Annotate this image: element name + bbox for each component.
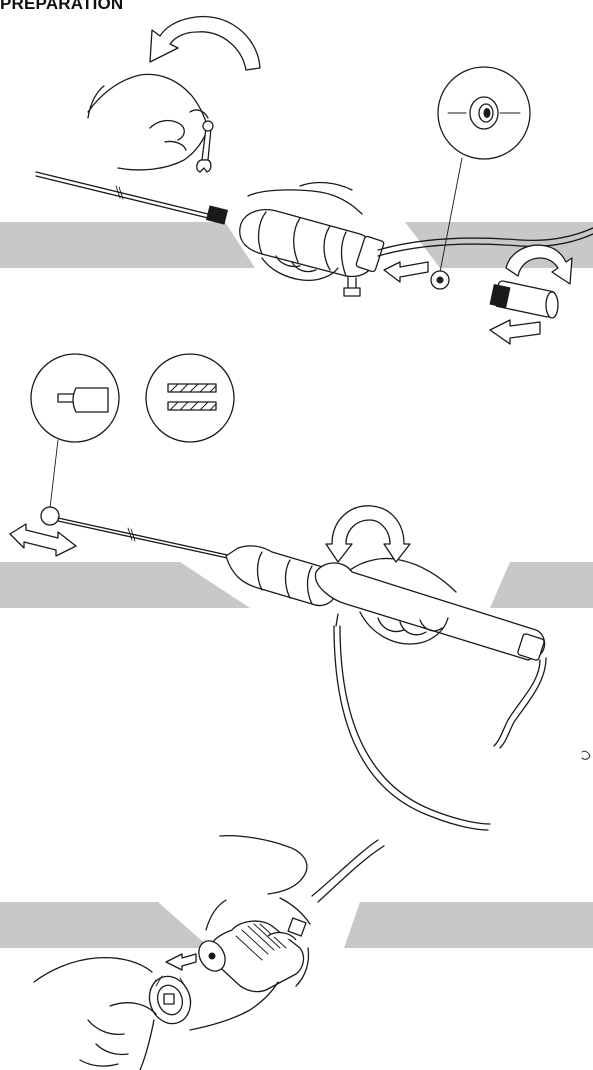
rotate-arrow-icon: [149, 15, 261, 71]
probe-rod: [35, 171, 229, 225]
hand-with-wrench: [87, 73, 214, 173]
band-right-3: [344, 902, 593, 948]
band-left-3: [0, 902, 210, 948]
connector-plug: [198, 917, 307, 993]
panel-1: [0, 15, 593, 345]
band-right-2: [490, 562, 593, 608]
tip-detail-callout: [30, 353, 120, 509]
tube-section-callout: [145, 353, 235, 443]
page-title: PREPARATION: [0, 0, 124, 13]
fitting: [489, 280, 559, 319]
band-left-2: [0, 562, 250, 608]
cable: [377, 227, 593, 251]
ring-detail-callout: [437, 66, 531, 273]
band-left: [0, 222, 255, 268]
rotate-arrow-right-icon: [505, 244, 573, 285]
probe-handle-2: [225, 545, 546, 661]
panel-3: [0, 834, 593, 1070]
push-pull-arrow-icon: [9, 523, 77, 557]
hose: [333, 625, 489, 831]
panel-2: [0, 353, 593, 831]
connector-socket: [148, 975, 192, 1025]
probe-handle: [239, 181, 385, 297]
pull-arrow-icon: [165, 953, 197, 971]
left-arrow-icon-2: [489, 319, 541, 345]
left-arrow-icon: [383, 261, 429, 283]
rotate-arrow-icon-2: [325, 505, 411, 563]
probe-tip: [40, 506, 60, 526]
